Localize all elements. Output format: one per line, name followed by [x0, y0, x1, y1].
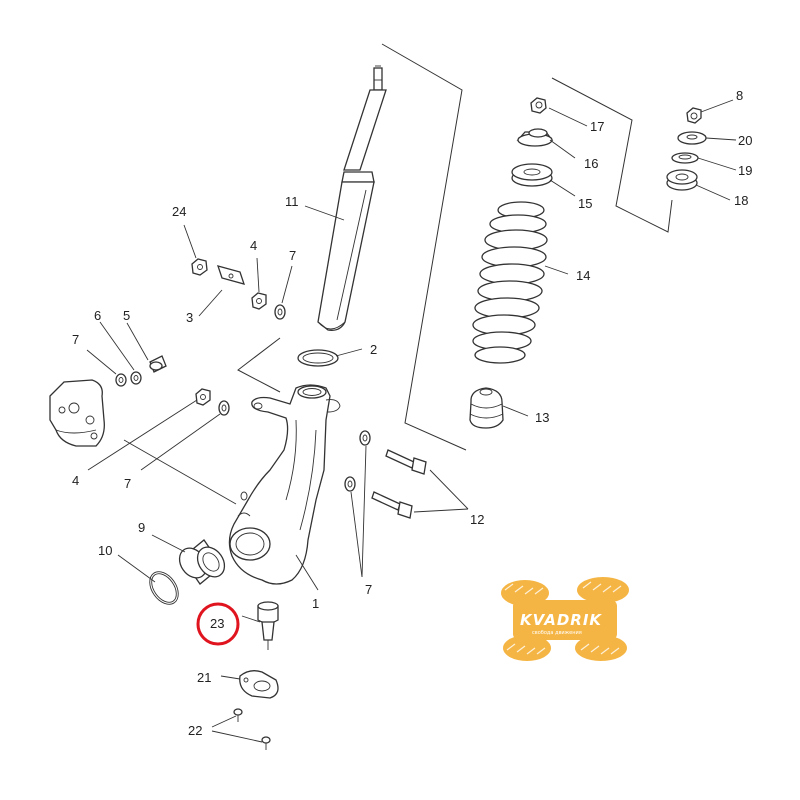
part-17-nut [530, 97, 547, 114]
part-21-mounting-plate [239, 670, 279, 699]
part-10-circlip [149, 571, 179, 605]
callout-14: 14 [576, 268, 590, 283]
bracket-upper-right [551, 77, 673, 233]
callout-17: 17 [590, 119, 604, 134]
bracket-knuckle-shock [237, 337, 281, 393]
logo-brand-text: KVADRIK [520, 611, 602, 629]
part-4-nut-upper [251, 292, 267, 310]
callout-2: 2 [370, 342, 377, 357]
callout-4-lower: 4 [72, 473, 79, 488]
part-7-washers-right [344, 430, 371, 492]
part-8-nut [686, 107, 702, 124]
kvadrik-logo: KVADRIK свобода движения [415, 540, 715, 700]
callout-3: 3 [186, 310, 193, 325]
callout-1: 1 [312, 596, 319, 611]
highlight-circle-23 [196, 602, 240, 646]
part-9-bearing [178, 539, 226, 585]
part-7-washer-mid [218, 400, 230, 416]
callout-15: 15 [578, 196, 592, 211]
part-4-nut-lower [195, 388, 211, 406]
part-24-nut [191, 258, 208, 276]
callout-7-upper: 7 [289, 248, 296, 263]
callout-labels: 11 2 3 4 7 24 6 5 7 4 7 9 10 1 23 21 22 … [72, 88, 752, 738]
callout-7-mid: 7 [124, 476, 131, 491]
brake-caliper [49, 379, 105, 447]
callout-11: 11 [285, 194, 299, 209]
callout-16: 16 [584, 156, 598, 171]
part-18-bushing [666, 169, 698, 191]
callout-21: 21 [197, 670, 211, 685]
part-14-coil-spring [472, 201, 548, 364]
callout-18: 18 [734, 193, 748, 208]
part-7-washer-left [115, 373, 127, 387]
callout-13: 13 [535, 410, 549, 425]
callout-12: 12 [470, 512, 484, 527]
callout-7-left: 7 [72, 332, 79, 347]
callout-20: 20 [738, 133, 752, 148]
logo-tagline: свобода движения [532, 630, 582, 636]
callout-23: 23 [210, 616, 224, 631]
callout-6: 6 [94, 308, 101, 323]
leader-lines [86, 99, 737, 743]
part-19-washer [671, 152, 699, 164]
part-12-bolts [371, 449, 427, 519]
part-23-ball-joint [257, 601, 279, 650]
part-13-bump-stop [469, 387, 504, 429]
part-22-screws [233, 708, 271, 750]
part-6-washer [130, 371, 142, 385]
part-1-steering-knuckle [228, 384, 341, 585]
callout-22: 22 [188, 723, 202, 738]
part-2-o-ring [297, 349, 339, 367]
callout-8: 8 [736, 88, 743, 103]
callout-19: 19 [738, 163, 752, 178]
callout-5: 5 [123, 308, 130, 323]
bracket-shock [381, 43, 467, 451]
callout-7-lower: 7 [365, 582, 372, 597]
part-5-bolt [149, 355, 167, 373]
callout-24: 24 [172, 204, 186, 219]
part-3-clip [216, 265, 246, 285]
callout-4-upper: 4 [250, 238, 257, 253]
callout-10: 10 [98, 543, 112, 558]
part-11-shock-absorber [317, 65, 387, 331]
part-20-washer [677, 131, 707, 145]
part-16-top-mount [516, 128, 554, 147]
part-7-washer-upper [274, 304, 286, 320]
callout-9: 9 [138, 520, 145, 535]
part-15-spring-seat [511, 163, 553, 187]
